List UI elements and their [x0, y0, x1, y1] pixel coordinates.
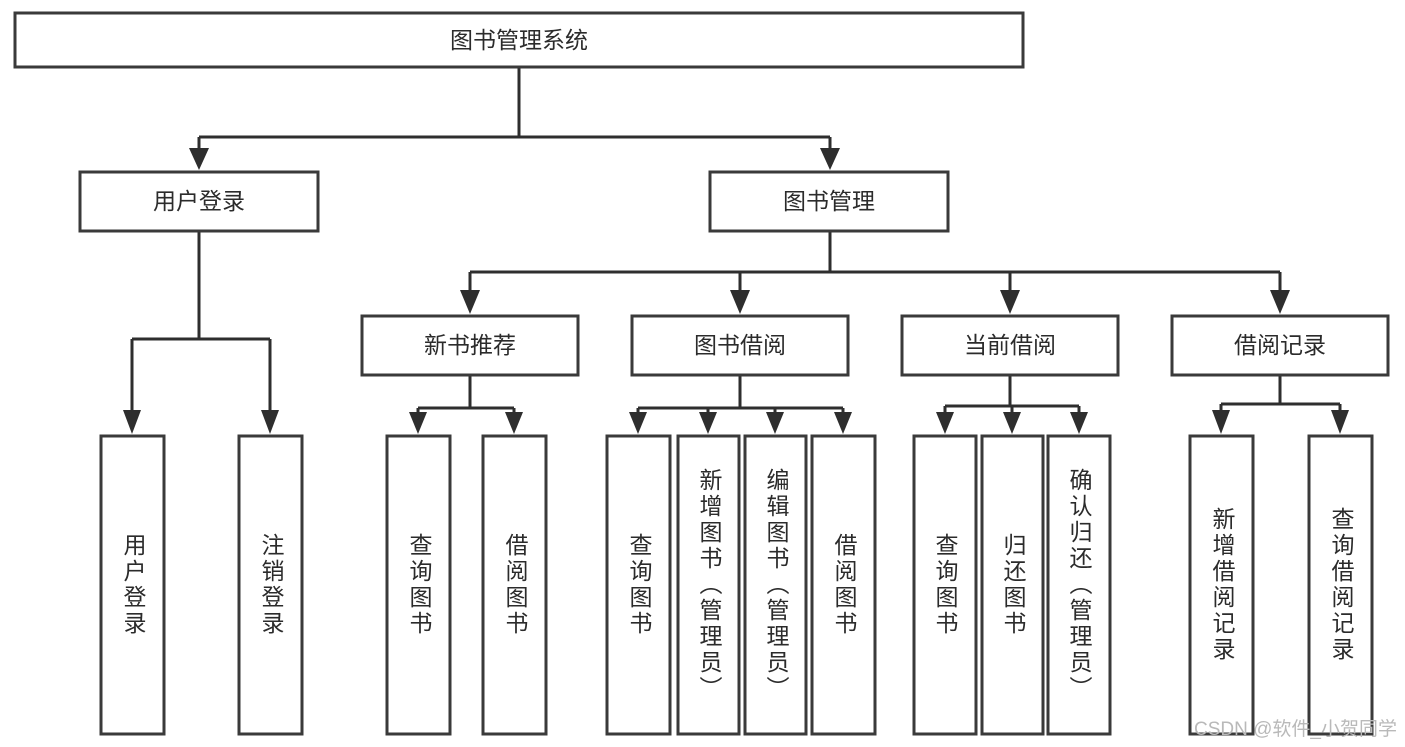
node-leaf-borrow-book-1-label: 借阅图书	[502, 533, 529, 637]
node-leaf-add-record-box[interactable]	[1188, 434, 1255, 736]
node-leaf-user-login[interactable]: 用户登录	[99, 434, 166, 736]
arrow-head-leaf-add-book	[699, 412, 717, 434]
node-leaf-user-login-box[interactable]	[99, 434, 166, 736]
node-book-borrow[interactable]: 图书借阅	[630, 314, 850, 377]
node-user-login-box[interactable]	[78, 170, 320, 233]
node-user-login[interactable]: 用户登录	[78, 170, 320, 233]
node-new-book-recommend[interactable]: 新书推荐	[360, 314, 580, 377]
node-user-login-label: 用户登录	[153, 188, 245, 214]
node-leaf-borrow-book-2[interactable]: 借阅图书	[810, 434, 877, 736]
node-leaf-return-book-label: 归还图书	[1000, 533, 1027, 637]
node-leaf-query-record-box[interactable]	[1307, 434, 1374, 736]
arrow-head-leaf-query-record	[1331, 410, 1349, 434]
node-leaf-add-record-label: 新增借阅记录	[1209, 507, 1236, 663]
node-book-borrow-label: 图书借阅	[694, 332, 786, 358]
arrow-head-leaf-query-book-1	[409, 412, 427, 434]
arrow-head-leaf-query-book-2	[629, 412, 647, 434]
node-borrow-record-box[interactable]	[1170, 314, 1390, 377]
node-leaf-query-book-1-box[interactable]	[385, 434, 452, 736]
node-current-borrow-box[interactable]	[900, 314, 1120, 377]
node-leaf-query-book-2-label: 查询图书	[626, 533, 653, 637]
node-book-manage[interactable]: 图书管理	[708, 170, 950, 233]
node-leaf-confirm-return[interactable]: 确认归还（管理员）	[1046, 434, 1112, 736]
node-leaf-confirm-return-box[interactable]	[1046, 434, 1112, 736]
node-leaf-edit-book[interactable]: 编辑图书（管理员）	[743, 434, 808, 736]
node-leaf-query-book-1[interactable]: 查询图书	[385, 434, 452, 736]
connector-layer	[123, 67, 1349, 434]
node-current-borrow[interactable]: 当前借阅	[900, 314, 1120, 377]
arrow-head-leaf-add-record	[1212, 410, 1230, 434]
node-leaf-query-record-label: 查询借阅记录	[1328, 507, 1355, 663]
node-leaf-query-book-2[interactable]: 查询图书	[605, 434, 672, 736]
arrow-head-current-borrow	[1000, 290, 1020, 314]
arrow-head-leaf-query-book-3	[936, 412, 954, 434]
node-leaf-borrow-book-2-box[interactable]	[810, 434, 877, 736]
node-book-manage-label: 图书管理	[783, 188, 875, 214]
node-borrow-record[interactable]: 借阅记录	[1170, 314, 1390, 377]
node-leaf-edit-book-box[interactable]	[743, 434, 808, 736]
node-book-manage-box[interactable]	[708, 170, 950, 233]
arrow-head-leaf-confirm-return	[1070, 412, 1088, 434]
node-leaf-add-book-box[interactable]	[676, 434, 741, 736]
node-leaf-return-book-box[interactable]	[980, 434, 1045, 736]
arrow-head-book-manage	[820, 148, 840, 170]
arrow-head-leaf-borrow-book-1	[505, 412, 523, 434]
node-leaf-query-book-1-label: 查询图书	[406, 533, 433, 637]
node-leaf-query-book-3[interactable]: 查询图书	[912, 434, 978, 736]
arrow-head-leaf-edit-book	[766, 412, 784, 434]
node-leaf-return-book[interactable]: 归还图书	[980, 434, 1045, 736]
node-leaf-query-book-2-box[interactable]	[605, 434, 672, 736]
node-new-book-recommend-box[interactable]	[360, 314, 580, 377]
node-borrow-record-label: 借阅记录	[1234, 332, 1326, 358]
arrow-head-borrow-record	[1270, 290, 1290, 314]
node-new-book-recommend-label: 新书推荐	[424, 332, 516, 358]
node-leaf-add-book[interactable]: 新增图书（管理员）	[676, 434, 741, 736]
node-root[interactable]: 图书管理系统	[13, 11, 1025, 69]
node-leaf-add-record[interactable]: 新增借阅记录	[1188, 434, 1255, 736]
arrow-head-leaf-borrow-book-2	[834, 412, 852, 434]
node-leaf-borrow-book-1[interactable]: 借阅图书	[481, 434, 548, 736]
node-leaf-borrow-book-2-label: 借阅图书	[831, 533, 858, 637]
node-leaf-borrow-book-1-box[interactable]	[481, 434, 548, 736]
node-leaf-query-book-3-box[interactable]	[912, 434, 978, 736]
arrow-head-new-book-recommend	[460, 290, 480, 314]
node-leaf-logout-login[interactable]: 注销登录	[237, 434, 304, 736]
node-leaf-confirm-return-label: 确认归还（管理员）	[1066, 468, 1093, 702]
node-leaf-edit-book-label: 编辑图书（管理员）	[763, 468, 790, 702]
node-book-borrow-box[interactable]	[630, 314, 850, 377]
arrow-head-leaf-user-login	[123, 410, 141, 434]
node-root-box[interactable]	[13, 11, 1025, 69]
node-leaf-logout-login-box[interactable]	[237, 434, 304, 736]
node-root-label: 图书管理系统	[450, 27, 588, 53]
node-leaf-query-book-3-label: 查询图书	[932, 533, 959, 637]
node-leaf-query-record[interactable]: 查询借阅记录	[1307, 434, 1374, 736]
arrow-head-leaf-return-book	[1003, 412, 1021, 434]
arrow-head-leaf-logout-login	[261, 410, 279, 434]
arrow-head-user-login	[189, 148, 209, 170]
node-leaf-logout-login-label: 注销登录	[258, 533, 285, 637]
node-current-borrow-label: 当前借阅	[964, 332, 1056, 358]
node-leaf-add-book-label: 新增图书（管理员）	[696, 468, 723, 702]
node-leaf-user-login-label: 用户登录	[120, 533, 147, 637]
arrow-head-book-borrow	[730, 290, 750, 314]
